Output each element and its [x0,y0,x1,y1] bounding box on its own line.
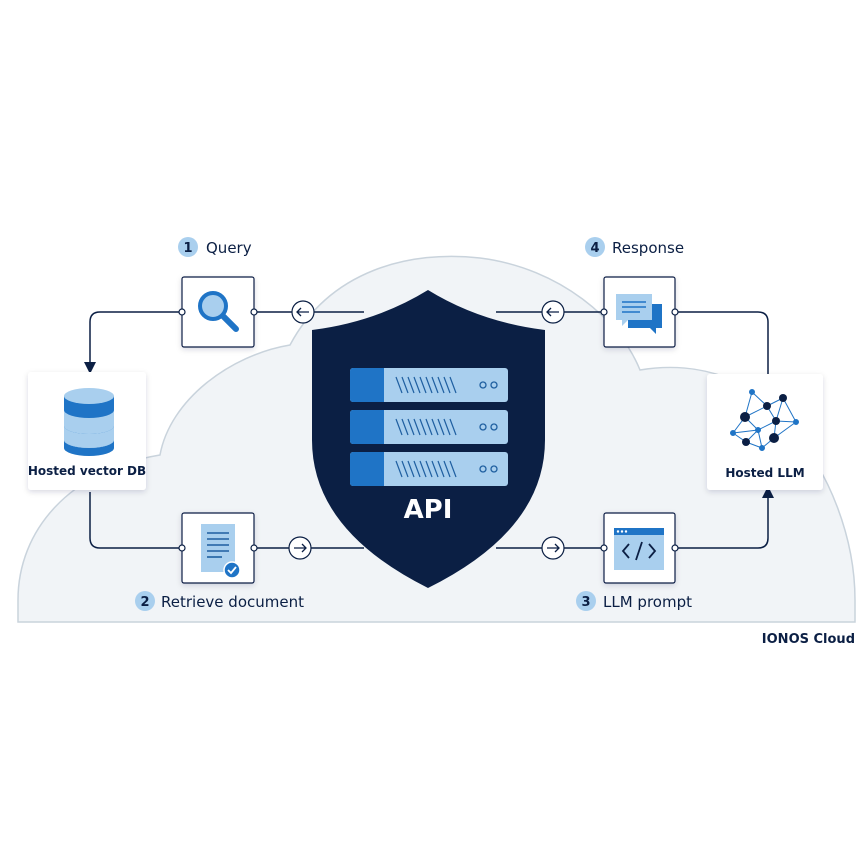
step-1-text: Query [206,239,252,257]
ionos-cloud-label: IONOS Cloud [762,632,855,647]
step-3-text: LLM prompt [603,593,692,611]
server-rack-icon [350,368,508,486]
flow-arrow-left-top-1 [291,300,315,324]
response-box [600,276,679,348]
flow-arrow-right-bottom-1 [288,536,312,560]
api-label: API [404,495,453,525]
code-window-icon [614,528,664,570]
hosted-vector-db-label: Hosted vector DB [28,464,146,478]
hosted-llm-box: Hosted LLM [707,374,823,490]
flow-arrow-left-top-2 [541,300,565,324]
retrieve-document-box [178,512,258,584]
step-4-number: 4 [590,241,599,256]
hosted-vector-db-box: Hosted vector DB [28,372,146,490]
step-3-number: 3 [581,595,590,610]
step-1-number: 1 [183,241,192,256]
magnifier-icon [198,291,239,332]
step-4-label: 4 Response [585,237,684,257]
api-shield: API [312,290,545,588]
query-box [178,276,258,348]
neural-network-icon [730,389,799,451]
step-3-label: 3 LLM prompt [576,591,692,611]
chat-bubbles-icon [616,294,662,334]
step-1-label: 1 Query [178,237,252,257]
database-icon [64,388,114,456]
step-2-label: 2 Retrieve document [135,591,304,611]
step-2-number: 2 [140,595,149,610]
hosted-llm-label: Hosted LLM [725,466,804,480]
document-check-icon [201,524,241,579]
flow-arrow-right-bottom-2 [541,536,565,560]
llm-prompt-box [600,512,679,584]
step-2-text: Retrieve document [161,593,304,611]
step-4-text: Response [612,239,684,257]
